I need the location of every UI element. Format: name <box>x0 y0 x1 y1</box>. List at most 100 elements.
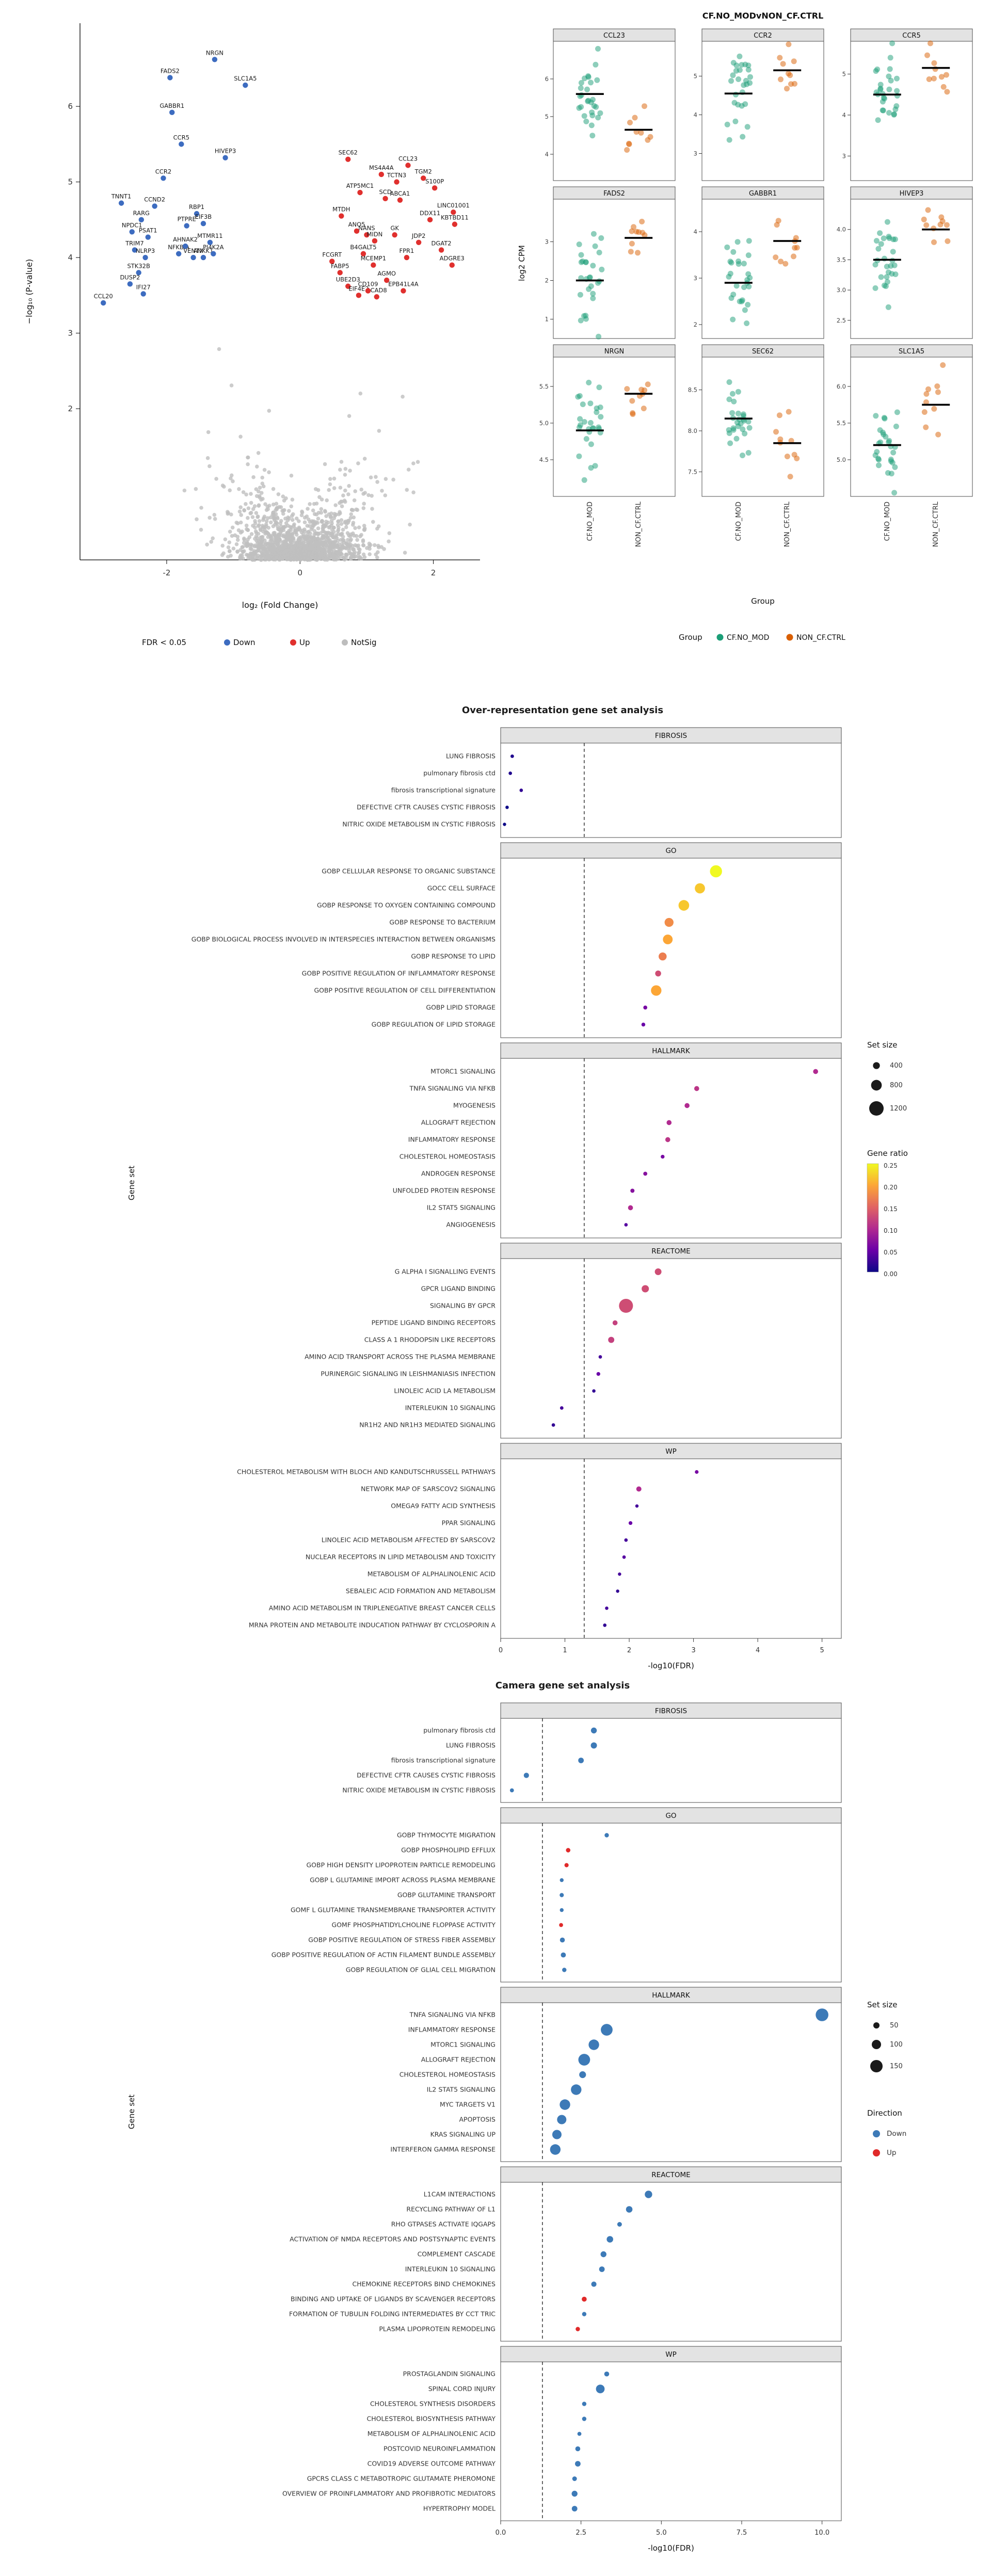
svg-text:3: 3 <box>842 152 846 159</box>
median-line <box>773 240 802 242</box>
svg-text:STK32B: STK32B <box>127 262 150 269</box>
dot <box>678 900 690 911</box>
term-label: METABOLISM OF ALPHALINOLENIC ACID <box>367 1570 496 1578</box>
svg-text:1: 1 <box>545 316 549 323</box>
dot <box>663 935 673 944</box>
dot <box>599 2266 605 2272</box>
svg-text:CCND2: CCND2 <box>144 196 165 203</box>
svg-text:GABBR1: GABBR1 <box>749 190 777 198</box>
dot <box>578 1758 584 1763</box>
svg-text:0: 0 <box>499 1647 503 1654</box>
dot <box>695 883 705 894</box>
svg-text:FADS2: FADS2 <box>603 190 625 198</box>
svg-text:7.5: 7.5 <box>737 2529 747 2537</box>
dot <box>655 970 661 977</box>
svg-text:FABP5: FABP5 <box>331 262 349 269</box>
dot <box>605 1606 609 1610</box>
dot <box>645 2191 652 2198</box>
x-group-label: NON_CF.CTRL <box>635 501 643 547</box>
term-label: AMINO ACID METABOLISM IN TRIPLENEGATIVE … <box>269 1604 496 1612</box>
svg-text:7.5: 7.5 <box>688 468 697 475</box>
term-label: NR1H2 AND NR1H3 MEDIATED SIGNALING <box>359 1421 496 1429</box>
x-axis-label: -log10(FDR) <box>648 1661 694 1670</box>
svg-text:10.0: 10.0 <box>814 2529 829 2537</box>
dot <box>582 2417 587 2421</box>
dot <box>694 1086 699 1091</box>
term-label: GPCRS CLASS C METABOTROPIC GLUTAMATE PHE… <box>307 2475 496 2483</box>
svg-text:ATP5MC1: ATP5MC1 <box>346 182 374 189</box>
term-label: PPAR SIGNALING <box>442 1519 496 1527</box>
svg-text:MIDN: MIDN <box>367 231 383 238</box>
svg-text:CCR2: CCR2 <box>754 32 772 40</box>
x-group-label: NON_CF.CTRL <box>932 501 940 547</box>
term-label: GOMF L GLUTAMINE TRANSMEMBRANE TRANSPORT… <box>291 1906 496 1914</box>
term-label: MRNA PROTEIN AND METABOLITE INDUCATION P… <box>249 1621 496 1629</box>
term-label: ALLOGRAFT REJECTION <box>421 1119 496 1126</box>
term-label: CHOLESTEROL BIOSYNTHESIS PATHWAY <box>367 2415 496 2423</box>
svg-text:2: 2 <box>627 1647 631 1654</box>
svg-text:150: 150 <box>890 2063 903 2070</box>
volcano-x-label: log₂ (Fold Change) <box>242 600 318 610</box>
svg-text:3: 3 <box>694 150 697 157</box>
median-line <box>576 93 604 95</box>
svg-text:HIVEP3: HIVEP3 <box>215 148 236 155</box>
svg-text:5: 5 <box>694 73 697 80</box>
svg-text:TRIM7: TRIM7 <box>125 239 144 247</box>
term-label: OVERVIEW OF PROINFLAMMATORY AND PROFIBRO… <box>282 2490 496 2498</box>
svg-text:MTMR11: MTMR11 <box>197 232 223 239</box>
dot <box>582 2312 587 2316</box>
svg-text:ANKK1: ANKK1 <box>194 247 214 254</box>
volcano-down-genes: NRGNFADS2SLC1A5GABBR1CCR5HIVEP3CCR2TNNT1… <box>94 49 257 306</box>
svg-text:50: 50 <box>890 2022 899 2030</box>
svg-text:NRGN: NRGN <box>206 49 223 56</box>
svg-text:AHNAK2: AHNAK2 <box>173 236 198 243</box>
term-label: MTORC1 SIGNALING <box>430 2041 496 2049</box>
dot <box>816 2008 828 2021</box>
dot <box>618 1572 621 1576</box>
svg-text:WP: WP <box>665 2350 677 2359</box>
term-label: G ALPHA I SIGNALLING EVENTS <box>395 1268 496 1276</box>
median-line <box>922 67 950 69</box>
svg-text:SCD: SCD <box>379 188 391 196</box>
svg-text:FCGRT: FCGRT <box>322 251 342 258</box>
dot <box>560 1893 564 1897</box>
svg-text:REACTOME: REACTOME <box>651 2171 690 2179</box>
svg-text:0.10: 0.10 <box>884 1227 898 1234</box>
x-axis-label: -log10(FDR) <box>648 2543 694 2553</box>
svg-text:SLC1A5: SLC1A5 <box>234 75 257 82</box>
svg-text:4: 4 <box>545 151 549 158</box>
y-axis-label: Gene set <box>127 1166 136 1200</box>
dot <box>626 2206 633 2213</box>
term-label: GOBP LIPID STORAGE <box>426 1004 496 1011</box>
svg-text:FIBROSIS: FIBROSIS <box>655 732 687 740</box>
svg-text:3: 3 <box>691 1647 695 1654</box>
term-label: NITRIC OXIDE METABOLISM IN CYSTIC FIBROS… <box>342 820 496 828</box>
svg-text:6: 6 <box>545 75 549 83</box>
term-label: INTERLEUKIN 10 SIGNALING <box>405 1404 496 1412</box>
dot <box>588 2039 599 2050</box>
svg-text:MTDH: MTDH <box>332 206 350 213</box>
term-label: NUCLEAR RECEPTORS IN LIPID METABOLISM AN… <box>306 1553 496 1561</box>
dot <box>598 1355 602 1359</box>
svg-text:TNNT1: TNNT1 <box>111 193 132 200</box>
svg-text:GABBR1: GABBR1 <box>159 102 184 109</box>
dot <box>562 1968 567 1972</box>
term-label: TNFA SIGNALING VIA NFKB <box>409 1085 496 1092</box>
ora-title: Over-representation gene set analysis <box>461 705 664 716</box>
dot <box>654 1268 662 1275</box>
dot <box>571 2506 578 2511</box>
dot <box>550 2144 561 2155</box>
term-label: INFLAMMATORY RESPONSE <box>408 1136 496 1144</box>
dot <box>596 2385 605 2393</box>
term-label: GPCR LIGAND BINDING <box>421 1285 496 1293</box>
svg-text:3.5: 3.5 <box>837 256 846 263</box>
term-label: KRAS SIGNALING UP <box>430 2131 496 2138</box>
svg-text:Set size: Set size <box>867 1040 897 1050</box>
svg-text:4: 4 <box>694 228 697 235</box>
term-label: ANDROGEN RESPONSE <box>421 1170 496 1178</box>
term-label: NITRIC OXIDE METABOLISM IN CYSTIC FIBROS… <box>342 1786 496 1794</box>
